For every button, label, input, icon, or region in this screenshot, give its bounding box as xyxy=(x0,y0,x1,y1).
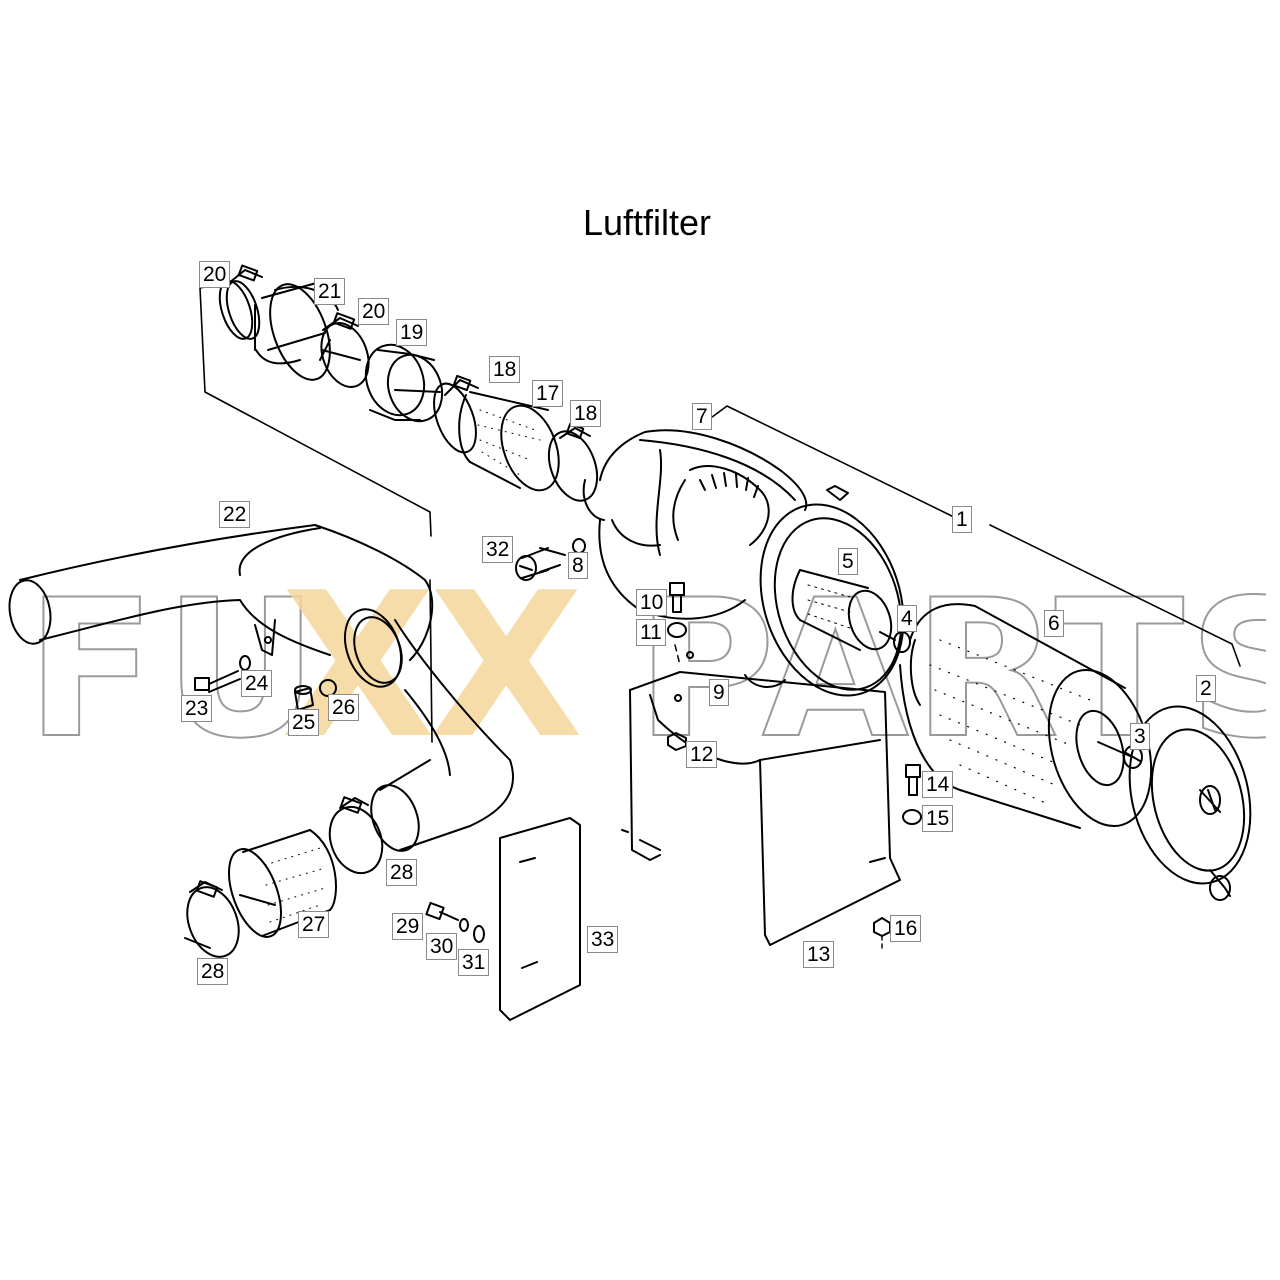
bolt-29 xyxy=(425,901,459,921)
washer-15 xyxy=(902,809,922,825)
intake-pipe-22 xyxy=(8,524,515,827)
main-filter-element-6 xyxy=(899,603,1153,829)
rubber-sleeve-27 xyxy=(228,829,337,938)
mounting-bracket-13 xyxy=(621,651,901,946)
callout-18-top[interactable]: 18 xyxy=(489,356,521,383)
bolt-14 xyxy=(905,764,921,796)
washer-24 xyxy=(239,655,251,671)
callout-28-lower[interactable]: 28 xyxy=(197,958,229,985)
callout-9[interactable]: 9 xyxy=(709,679,729,706)
intake-elbow-lower xyxy=(370,759,471,852)
callout-33[interactable]: 33 xyxy=(587,926,619,953)
callout-6[interactable]: 6 xyxy=(1044,610,1064,637)
callout-20-middle[interactable]: 20 xyxy=(358,298,390,325)
callout-7[interactable]: 7 xyxy=(692,403,712,430)
mounting-guide-line xyxy=(674,644,681,666)
rubber-bellows-19 xyxy=(364,343,444,423)
intake-pipe-outlet xyxy=(343,608,403,688)
spacer-25 xyxy=(294,685,314,711)
callout-8[interactable]: 8 xyxy=(568,552,588,579)
hose-clamp-18-bottom xyxy=(547,422,599,502)
diagram-title: Luftfilter xyxy=(582,202,712,243)
callout-24[interactable]: 24 xyxy=(241,670,273,697)
wing-nut-4 xyxy=(879,631,911,653)
dust-cap-2 xyxy=(1128,705,1252,901)
housing-flange-cover xyxy=(744,485,905,697)
safety-filter-element-5 xyxy=(791,569,893,651)
callout-4[interactable]: 4 xyxy=(897,605,917,632)
fuxxparts-watermark: FU XX PARTS xyxy=(26,555,1266,745)
callout-26[interactable]: 26 xyxy=(328,694,360,721)
air-filter-housing-7 xyxy=(582,429,808,620)
callout-28-upper[interactable]: 28 xyxy=(386,859,418,886)
callout-11[interactable]: 11 xyxy=(636,619,666,646)
cover-plate-33 xyxy=(499,817,581,1021)
callout-21[interactable]: 21 xyxy=(314,278,346,305)
callout-17[interactable]: 17 xyxy=(532,380,564,407)
callout-13[interactable]: 13 xyxy=(803,941,835,968)
washer-30 xyxy=(459,918,469,932)
watermark-right-text: PARTS xyxy=(636,559,1266,745)
clip-8 xyxy=(572,538,586,554)
hose-clamp-28-upper xyxy=(328,796,384,875)
hose-sleeve-17 xyxy=(458,391,560,492)
callout-29[interactable]: 29 xyxy=(392,913,424,940)
callout-30[interactable]: 30 xyxy=(426,933,458,960)
callout-19[interactable]: 19 xyxy=(396,319,428,346)
callout-18-bottom[interactable]: 18 xyxy=(570,400,602,427)
callout-16[interactable]: 16 xyxy=(890,915,922,942)
callout-22[interactable]: 22 xyxy=(219,501,251,528)
callout-32[interactable]: 32 xyxy=(482,536,514,563)
nut-16 xyxy=(873,917,891,949)
bolt-10 xyxy=(669,582,685,613)
callout-12[interactable]: 12 xyxy=(686,741,718,768)
callout-1[interactable]: 1 xyxy=(952,506,972,533)
callout-14[interactable]: 14 xyxy=(922,771,954,798)
hose-clamp-28-lower xyxy=(184,880,240,958)
vacuator-valve-32 xyxy=(515,547,566,581)
callout-31[interactable]: 31 xyxy=(458,949,490,976)
callout-15[interactable]: 15 xyxy=(922,805,954,832)
callout-5[interactable]: 5 xyxy=(838,548,858,575)
bolt-23 xyxy=(194,670,241,693)
assembly-bracket-lines xyxy=(199,286,1241,743)
callout-23[interactable]: 23 xyxy=(181,695,213,722)
callout-2[interactable]: 2 xyxy=(1196,675,1216,702)
callout-3[interactable]: 3 xyxy=(1130,723,1150,750)
o-ring-31 xyxy=(473,925,485,943)
callout-20-top[interactable]: 20 xyxy=(199,261,231,288)
hose-clamp-20-middle xyxy=(320,312,370,388)
callout-27[interactable]: 27 xyxy=(298,911,330,938)
callout-25[interactable]: 25 xyxy=(288,709,320,736)
washer-11 xyxy=(667,622,687,638)
callout-10[interactable]: 10 xyxy=(636,589,668,616)
hose-clamp-18-top xyxy=(433,374,479,454)
watermark-left-text: FU xyxy=(26,559,326,745)
